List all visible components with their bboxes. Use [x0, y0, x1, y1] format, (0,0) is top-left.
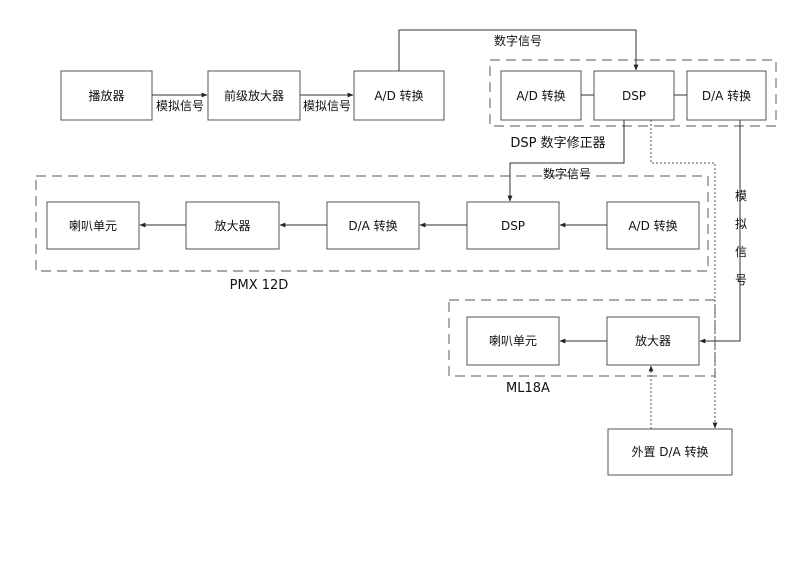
ad-converter-block: A/D 转换: [353, 70, 445, 121]
external-da-block: 外置 D/A 转换: [607, 428, 733, 476]
pmx-12d-group: [35, 175, 709, 272]
player-block: 播放器: [60, 70, 153, 121]
pmx-12d-label: PMX 12D: [230, 278, 289, 293]
svg-text:放大器: 放大器: [635, 333, 671, 348]
dsp-module-dsp-block: DSP: [593, 70, 675, 121]
svg-text:A/D 转换: A/D 转换: [516, 88, 565, 103]
pmx-ad-block: A/D 转换: [606, 201, 700, 250]
pmx-dsp-block: DSP: [466, 201, 560, 250]
preamp-block: 前级放大器: [207, 70, 301, 121]
svg-text:DSP: DSP: [622, 89, 646, 103]
da-to-ml18a-amp-analog-arrow: [699, 120, 741, 344]
analog-signal-label-2: 模拟信号: [303, 99, 351, 113]
analog-signal-label-1: 模拟信号: [156, 99, 204, 113]
svg-text:A/D 转换: A/D 转换: [374, 88, 423, 103]
svg-text:喇叭单元: 喇叭单元: [69, 218, 117, 233]
dsp-module-da-block: D/A 转换: [686, 70, 767, 121]
digital-signal-label-top: 数字信号: [494, 33, 542, 48]
ml18a-label: ML18A: [506, 381, 550, 396]
analog-signal-vertical-2: 拟: [735, 217, 747, 231]
svg-text:喇叭单元: 喇叭单元: [489, 333, 537, 348]
ad-to-dsp-digital-arrow: [398, 29, 639, 71]
pmx-amp-block: 放大器: [185, 201, 280, 250]
svg-text:外置 D/A 转换: 外置 D/A 转换: [631, 444, 708, 459]
dsp-module-ad-block: A/D 转换: [500, 70, 582, 121]
svg-text:D/A 转换: D/A 转换: [348, 218, 397, 233]
dsp-to-pmx-dsp-digital-arrow: [507, 120, 625, 202]
analog-signal-vertical-1: 模: [735, 189, 747, 203]
ml18a-speaker-block: 喇叭单元: [466, 316, 560, 366]
svg-text:放大器: 放大器: [214, 218, 250, 233]
pmx-speaker-block: 喇叭单元: [46, 201, 140, 250]
analog-signal-vertical-3: 信: [735, 245, 747, 259]
dsp-to-external-da-dotted-arrow: [650, 120, 718, 429]
pmx-da-block: D/A 转换: [326, 201, 420, 250]
svg-text:播放器: 播放器: [88, 88, 124, 103]
svg-text:A/D 转换: A/D 转换: [628, 218, 677, 233]
digital-signal-label-mid: 数字信号: [543, 166, 591, 181]
svg-text:前级放大器: 前级放大器: [224, 88, 284, 103]
svg-text:DSP: DSP: [501, 219, 525, 233]
svg-text:D/A 转换: D/A 转换: [702, 88, 751, 103]
analog-signal-vertical-4: 号: [735, 273, 747, 287]
dsp-module-label: DSP 数字修正器: [510, 136, 605, 151]
ml18a-amp-block: 放大器: [606, 316, 700, 366]
